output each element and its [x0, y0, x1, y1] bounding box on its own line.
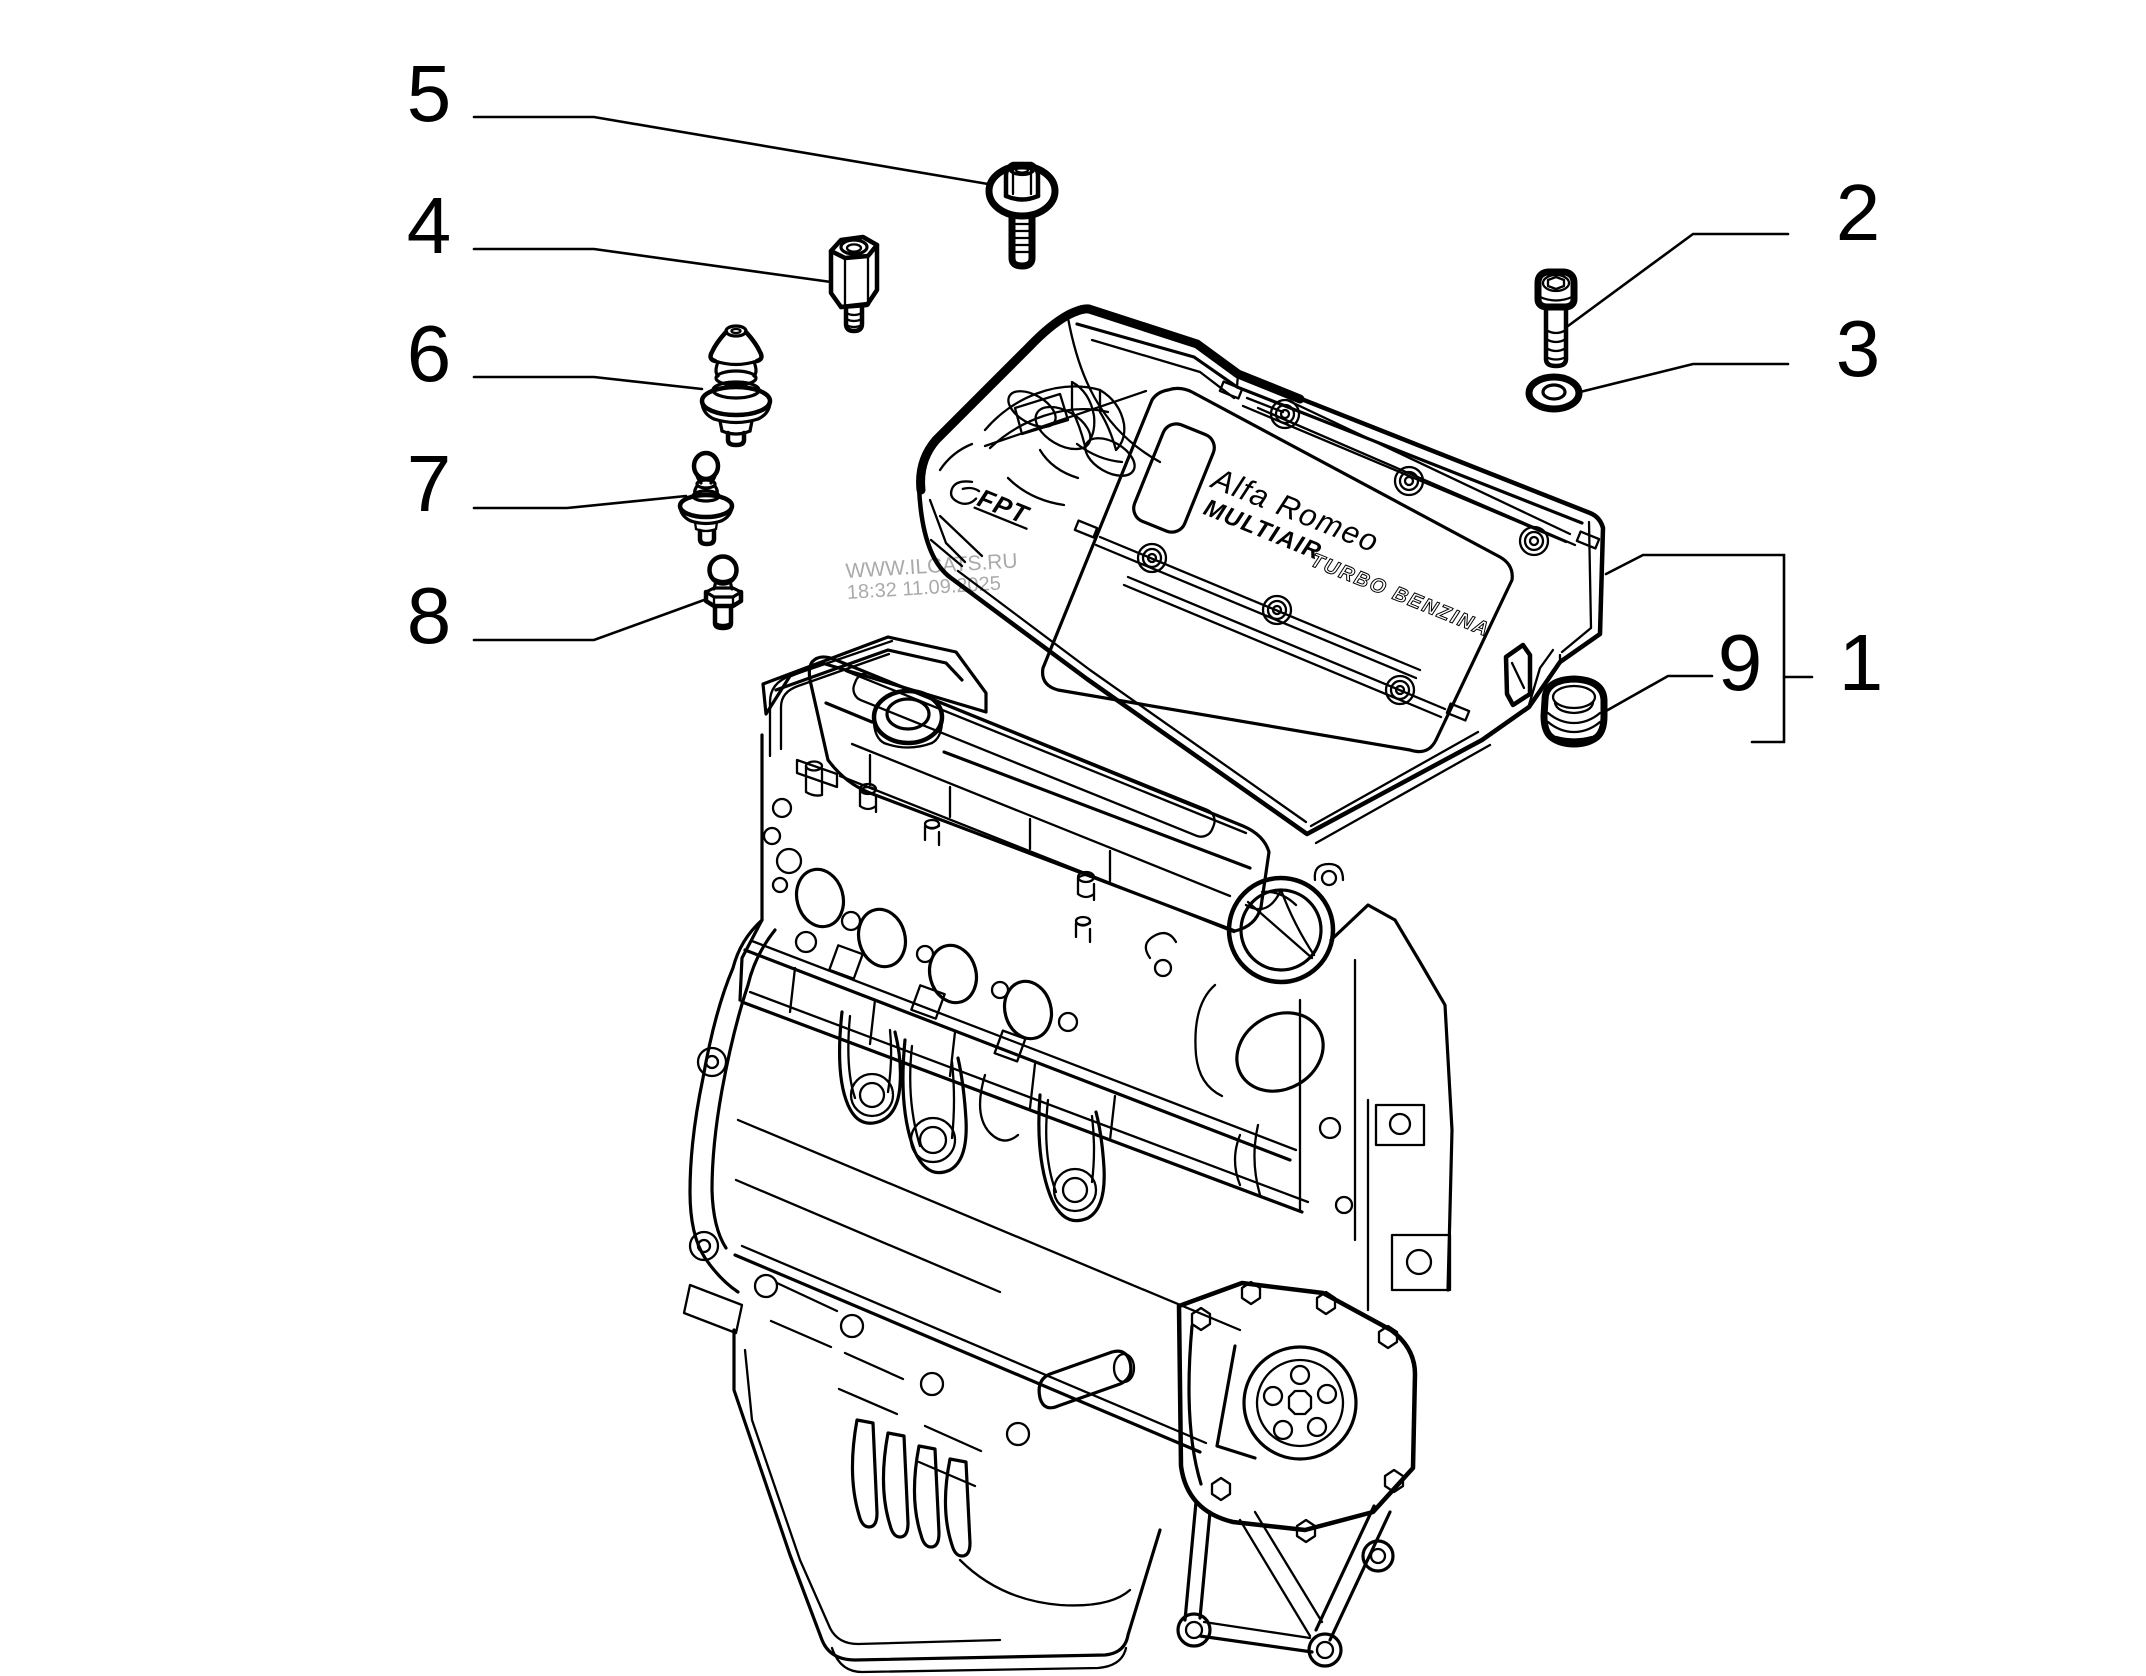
svg-text:5: 5	[407, 49, 452, 138]
svg-text:7: 7	[407, 439, 452, 528]
svg-text:3: 3	[1836, 304, 1881, 393]
svg-text:4: 4	[407, 181, 452, 270]
svg-text:8: 8	[407, 571, 452, 660]
svg-text:1: 1	[1839, 618, 1884, 707]
svg-text:2: 2	[1836, 168, 1881, 257]
svg-text:6: 6	[407, 309, 452, 398]
svg-text:9: 9	[1718, 618, 1763, 707]
